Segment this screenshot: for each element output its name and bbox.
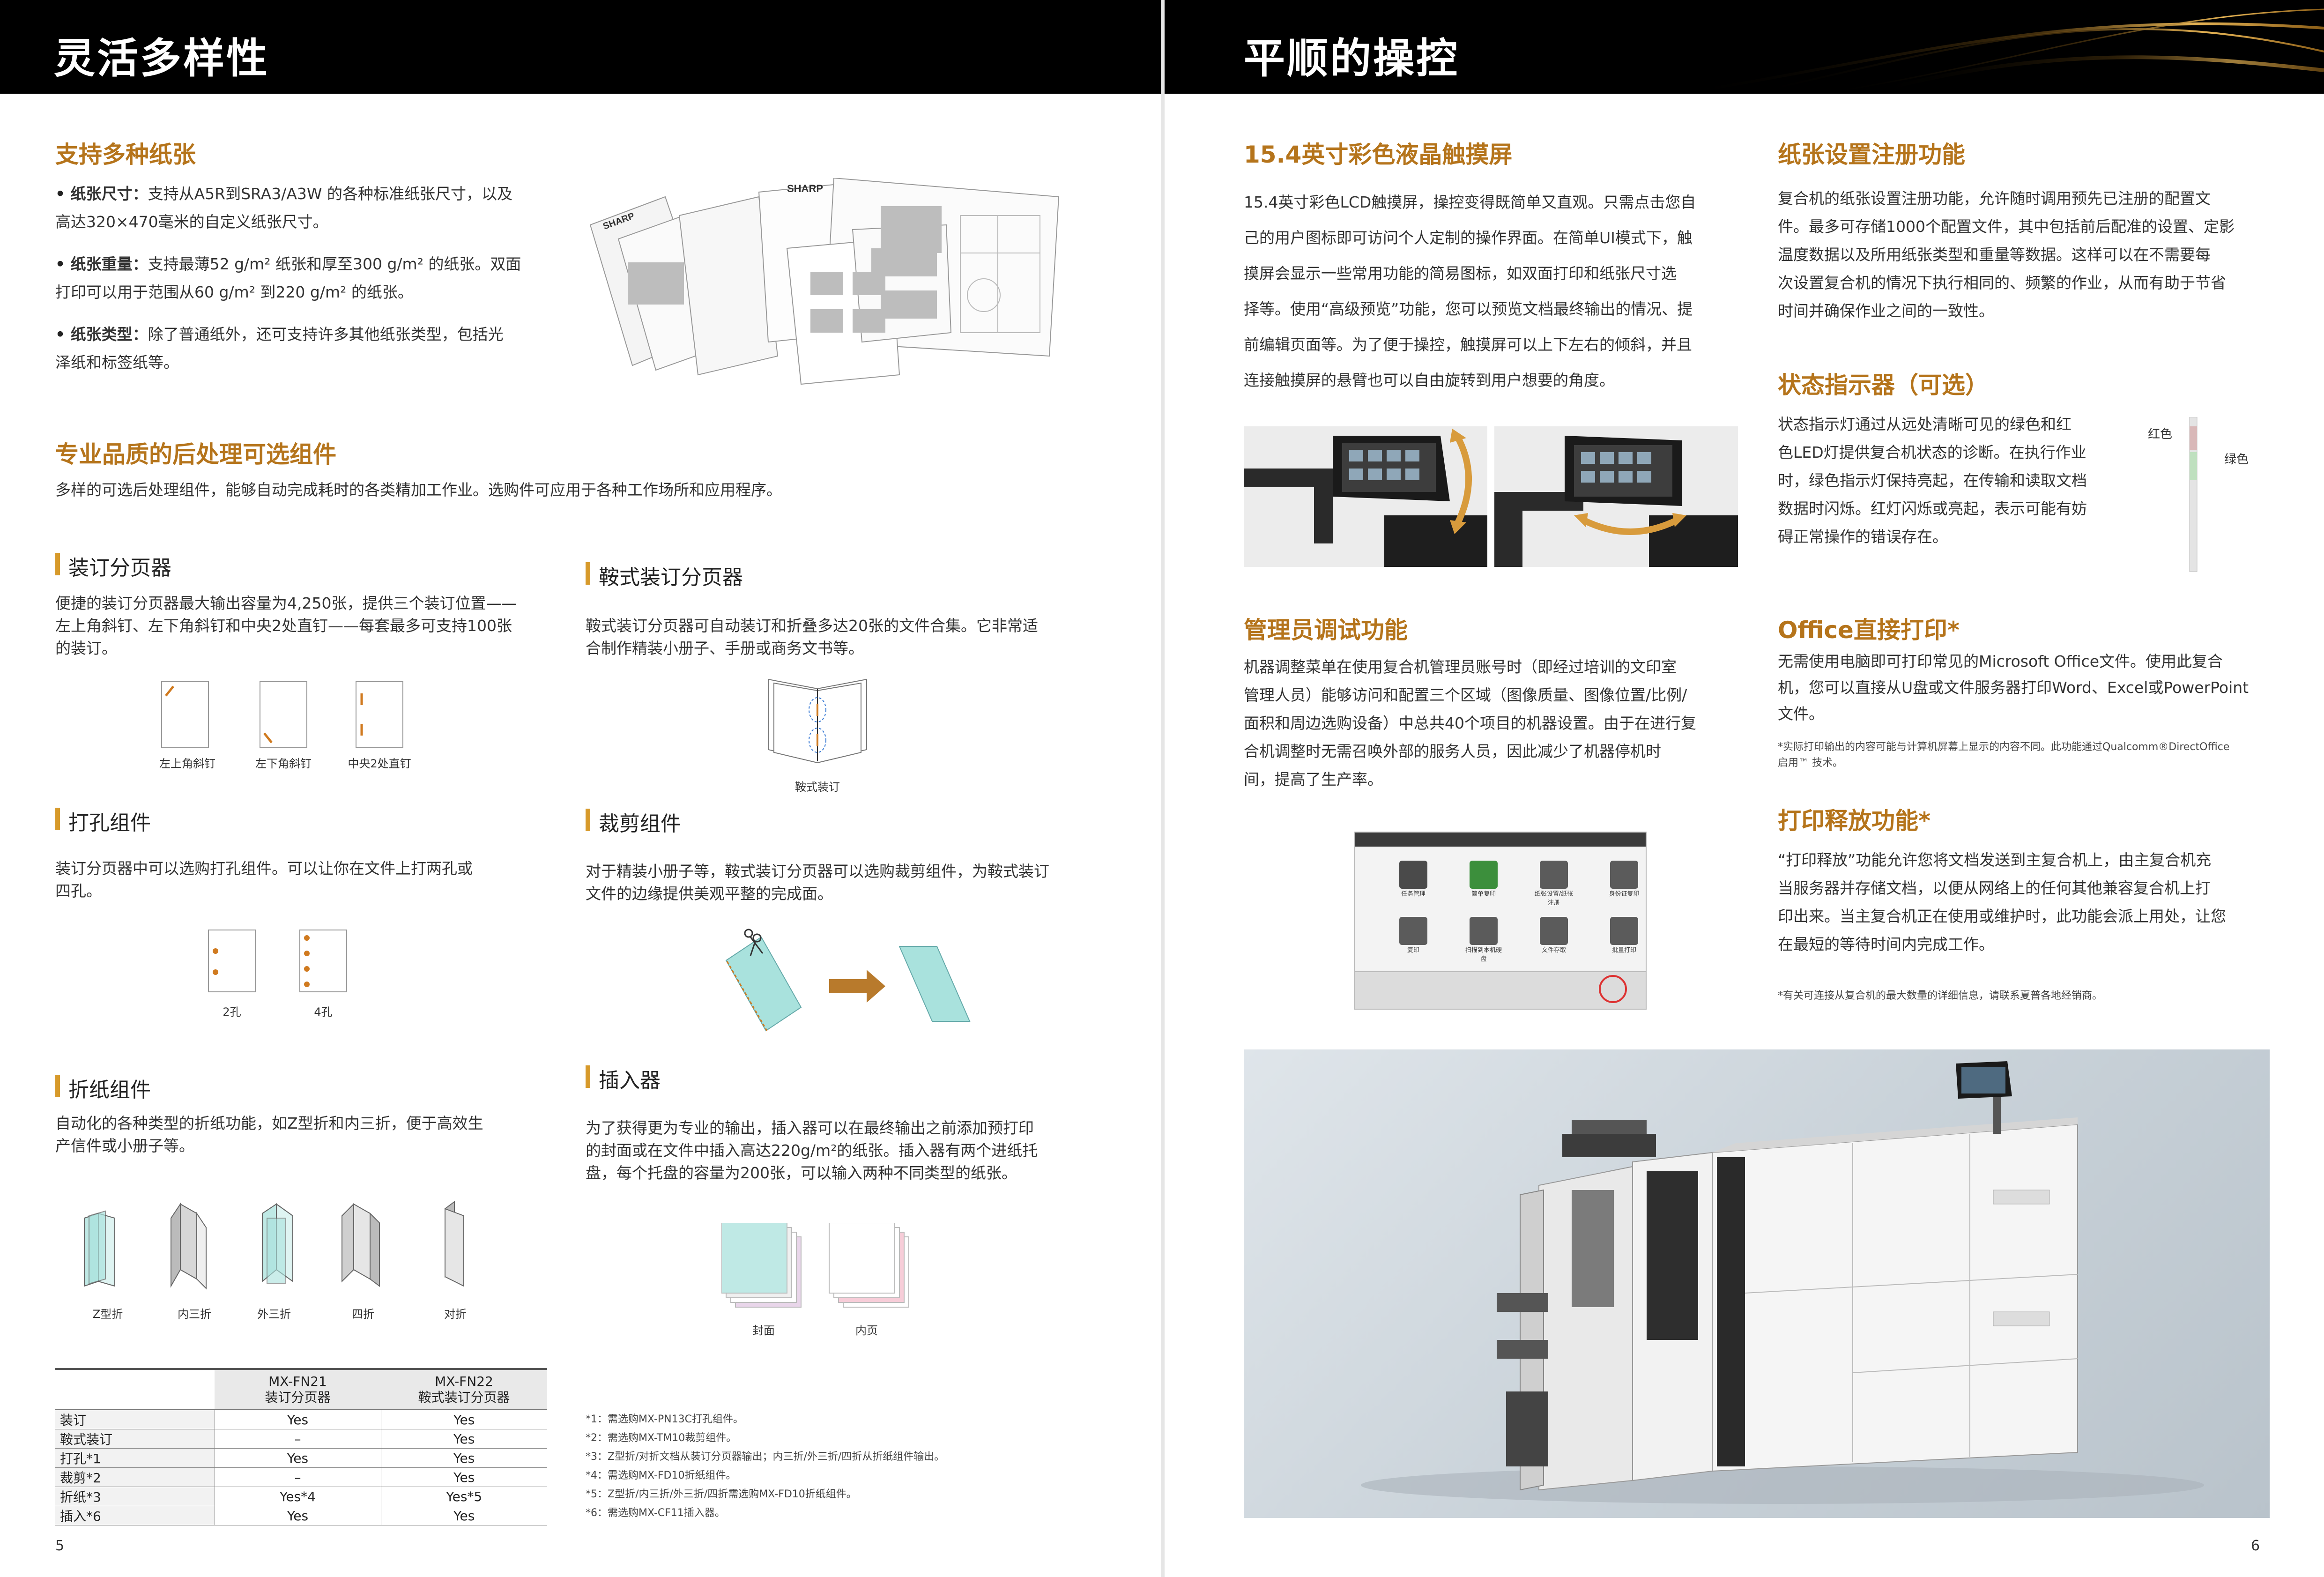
tilting-panel-photo-2	[1494, 426, 1738, 567]
finishing-intro: 多样的可选后处理组件，能够自动完成耗时的各类精加工作业。选购件可应用于各种工作场…	[55, 481, 782, 499]
saddle-stitch-diagram	[768, 678, 867, 763]
finishing-heading: 专业品质的后处理可选组件	[55, 441, 336, 468]
inserter-caption-body: 内页	[855, 1324, 878, 1337]
punch-caption-2: 2孔	[223, 1005, 241, 1019]
left-header-band	[0, 0, 1161, 94]
home-icon-job-status[interactable]: 任务管理	[1392, 861, 1434, 907]
punch-title: 打孔组件	[55, 806, 151, 836]
touchscreen-heading: 15.4英寸彩色液晶触摸屏	[1244, 141, 1513, 168]
print-release-heading: 打印释放功能*	[1778, 807, 1931, 834]
left-page-number: 5	[55, 1538, 65, 1554]
status-red-label: 红色	[2148, 427, 2173, 441]
home-icon-bulk-print[interactable]: 批量打印	[1603, 917, 1645, 963]
paper-registration-text: 复合机的纸张设置注册功能，允许随时调用预先已注册的配置文件。最多可存储1000个…	[1778, 189, 2235, 320]
trim-text: 对于精装小册子等，鞍式装订分页器可以选购裁剪组件，为鞍式装订文件的边缘提供美观平…	[586, 862, 1049, 903]
staple-caption-bottomleft: 左下角斜钉	[255, 757, 312, 770]
home-icon-id-copy[interactable]: 身份证复印	[1603, 861, 1645, 907]
staple-positions-diagram	[161, 681, 403, 748]
stapler-text: 便捷的装订分页器最大输出容量为4,250张，提供三个装订位置——左上角斜钉、左下…	[55, 594, 517, 657]
admin-text: 机器调整菜单在使用复合机管理员账号时（即经过培训的文印室管理人员）能够访问和配置…	[1244, 658, 1696, 788]
touchscreen-text: 15.4英寸彩色LCD触摸屏，操控变得既简单又直观。只需点击您自己的用户图标即可…	[1244, 193, 1696, 389]
table-row: 裁剪*2–Yes	[55, 1467, 547, 1487]
home-screen-mockup: 任务管理 简单复印 纸张设置/纸张注册 身份证复印 复印 扫描到本机硬盘 文件存…	[1354, 832, 1647, 1010]
right-band-title: 平顺的操控	[1244, 34, 1460, 82]
status-green-label: 绿色	[2224, 453, 2249, 467]
home-icon-scan-hdd[interactable]: 扫描到本机硬盘	[1463, 917, 1505, 963]
staple-caption-topleft: 左上角斜钉	[159, 757, 215, 770]
right-header-band	[1165, 0, 2324, 94]
paper-bullet-type: • 纸张类型：除了普通纸外，还可支持许多其他纸张类型，包括光 泽纸和标签纸等。	[55, 325, 504, 372]
status-light-pole	[2189, 417, 2198, 572]
table-row: 鞍式装订–Yes	[55, 1429, 547, 1449]
right-page-number: 6	[2251, 1538, 2260, 1554]
gold-wave-decoration	[1679, 8, 2324, 94]
status-indicator-heading: 状态指示器（可选）	[1778, 372, 1989, 399]
printed-samples-image: SHARP SHARP	[590, 178, 1060, 385]
home-icon-easy-copy[interactable]: 简单复印	[1463, 861, 1505, 907]
inserter-diagram	[721, 1223, 909, 1308]
tilting-panel-photo-1	[1244, 426, 1487, 567]
svg-text:SHARP: SHARP	[787, 183, 823, 194]
home-icon-copy[interactable]: 复印	[1392, 917, 1434, 963]
page-gutter	[1161, 0, 1165, 1577]
fold-caption-z: Z型折	[92, 1308, 123, 1321]
home-icon-paper-setting[interactable]: 纸张设置/纸张注册	[1533, 861, 1575, 907]
paper-bullet-size: • 纸张尺寸：支持从A5R到SRA3/A3W 的各种标准纸张尺寸，以及 高达32…	[55, 185, 513, 231]
stapler-title: 装订分页器	[55, 551, 171, 581]
saddle-caption: 鞍式装订	[795, 781, 840, 794]
office-print-heading: Office直接打印*	[1778, 617, 1960, 644]
printer-illustration	[1361, 1061, 2204, 1504]
trim-diagram	[725, 929, 971, 1032]
punch-holes-diagram	[208, 930, 347, 992]
fold-types-diagram	[84, 1201, 464, 1290]
fold-caption-letter-out: 外三折	[257, 1308, 291, 1321]
office-print-note: *实际打印输出的内容可能与计算机屏幕上显示的内容不同。此功能通过Qualcomm…	[1778, 741, 2230, 769]
punch-text: 装订分页器中可以选购打孔组件。可以让你在文件上打两孔或四孔。	[55, 859, 473, 900]
print-release-text: “打印释放”功能允许您将文档发送到主复合机上，由主复合机充当服务器并存储文档，以…	[1778, 851, 2226, 953]
staple-caption-center: 中央2处直钉	[348, 757, 411, 770]
left-band-title: 灵活多样性	[54, 34, 270, 82]
punch-caption-4: 4孔	[314, 1005, 333, 1019]
fold-caption-letter-in: 内三折	[178, 1308, 211, 1321]
print-release-note: *有关可连接从复合机的最大数量的详细信息，请联系夏普各地经销商。	[1778, 990, 2103, 1002]
inserter-caption-cover: 封面	[752, 1324, 775, 1337]
saddle-text: 鞍式装订分页器可自动装订和折叠多达20张的文件合集。它非常适合制作精装小册子、手…	[586, 617, 1038, 657]
production-printer-photo	[1244, 1049, 2270, 1518]
office-print-text: 无需使用电脑即可打印常见的Microsoft Office文件。使用此复合机，您…	[1778, 652, 2249, 723]
fold-caption-double-parallel: 四折	[352, 1308, 374, 1321]
fold-caption-half: 对折	[444, 1308, 467, 1321]
inserter-text: 为了获得更为专业的输出，插入器可以在最终输出之前添加预打印的封面或在文件中插入高…	[586, 1119, 1038, 1182]
admin-heading: 管理员调试功能	[1244, 617, 1408, 644]
saddle-title: 鞍式装订分页器	[586, 560, 743, 590]
paper-registration-heading: 纸张设置注册功能	[1778, 141, 1965, 168]
status-indicator-text: 状态指示灯通过从远处清晰可见的绿色和红色LED灯提供复合机状态的诊断。在执行作业…	[1778, 415, 2087, 546]
trim-title: 裁剪组件	[586, 807, 681, 837]
fold-title: 折纸组件	[55, 1073, 151, 1103]
left-footnotes: *1：需选购MX-PN13C打孔组件。*2：需选购MX-TM10裁剪组件。*3：…	[586, 1413, 945, 1519]
adjust-icon-highlight	[1599, 975, 1627, 1003]
fold-text: 自动化的各种类型的折纸功能，如Z型折和内三折，便于高效生产信件或小册子等。	[55, 1114, 483, 1155]
home-icon-doc-filing[interactable]: 文件存取	[1533, 917, 1575, 963]
paper-heading: 支持多种纸张	[55, 141, 196, 168]
inserter-title: 插入器	[586, 1064, 661, 1093]
paper-bullet-weight: • 纸张重量：支持最薄52 g/m² 纸张和厚至300 g/m² 的纸张。双面 …	[55, 255, 521, 301]
